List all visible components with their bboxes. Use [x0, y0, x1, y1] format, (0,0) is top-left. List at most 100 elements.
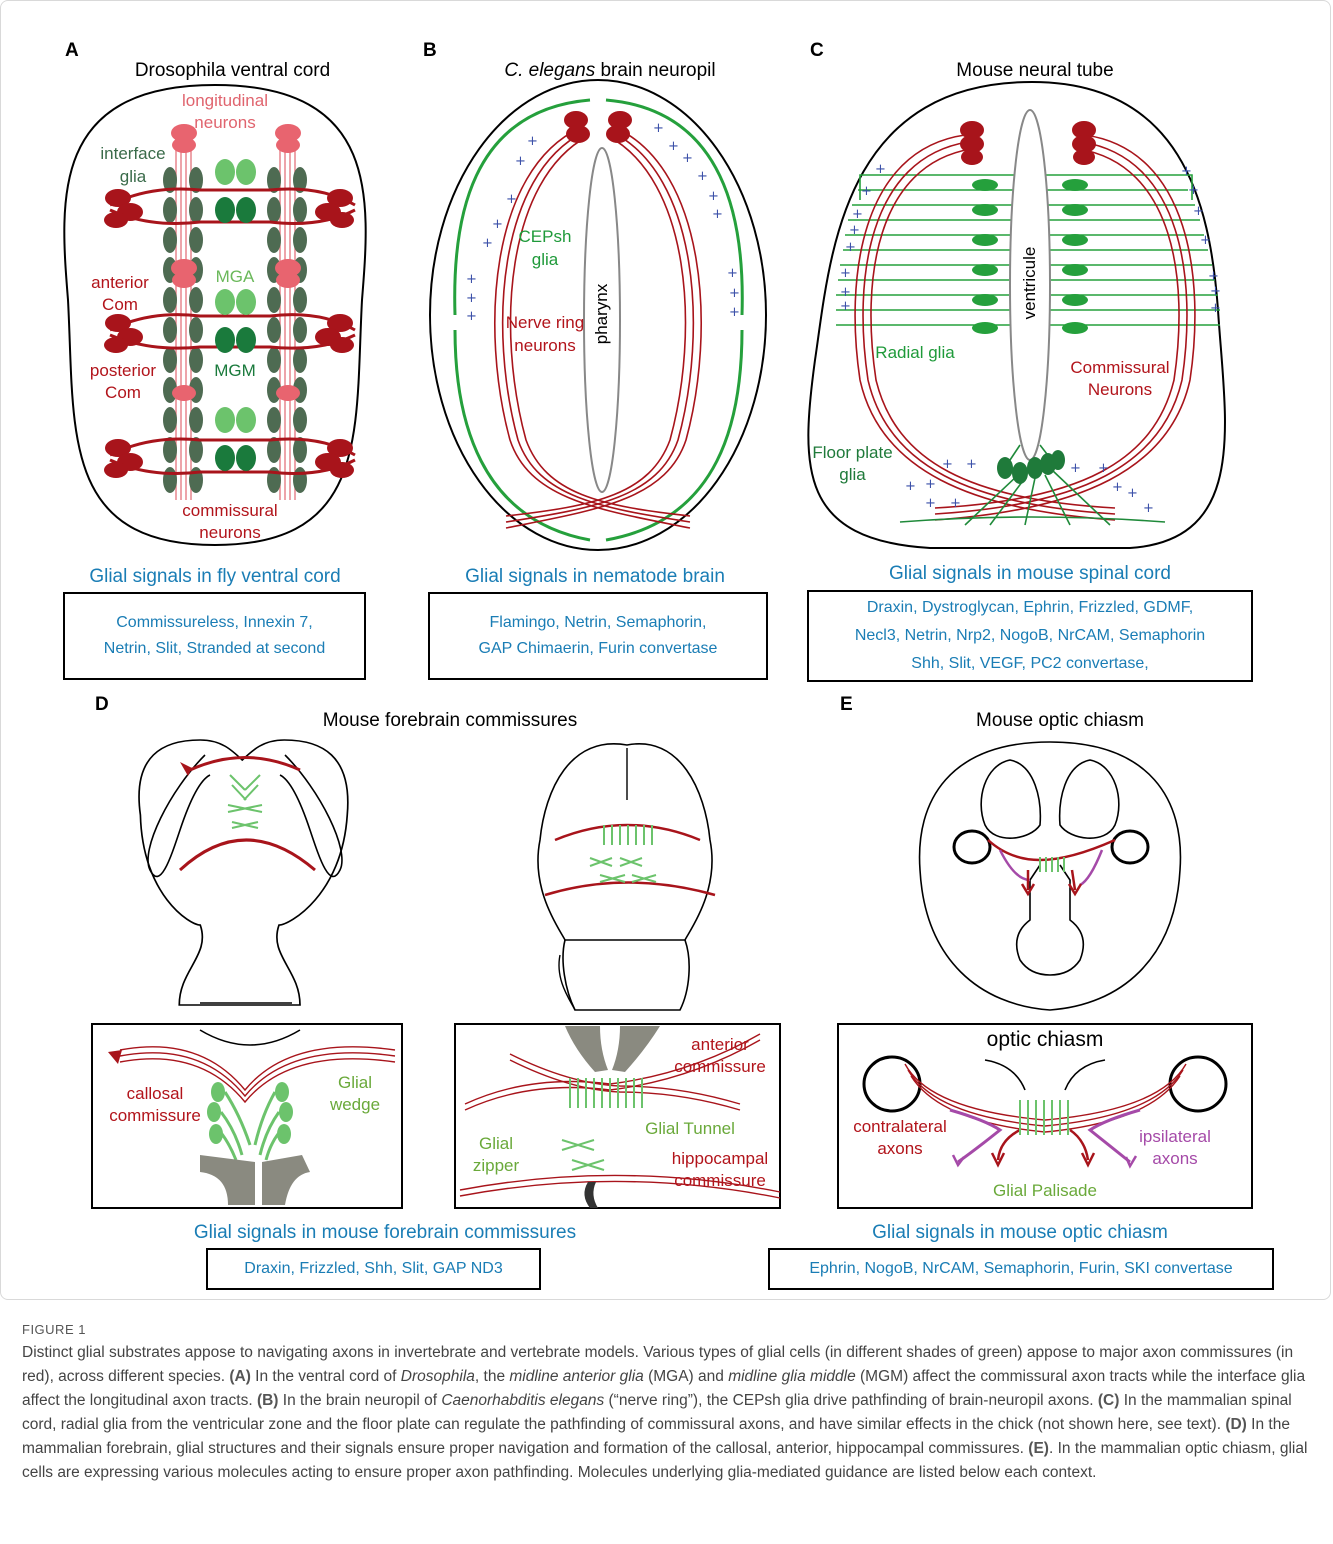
- svg-text:+: +: [697, 169, 708, 184]
- label-contralateral: contralateral: [840, 1116, 960, 1138]
- svg-text:+: +: [1181, 164, 1192, 179]
- label-anterior-commissure: commissure: [665, 1056, 775, 1078]
- figure-caption: Distinct glial substrates appose to navi…: [22, 1341, 1312, 1485]
- label-interface-glia: glia: [88, 166, 178, 188]
- panel-e-brain: [920, 742, 1181, 1010]
- label-floor-plate-glia: glia: [800, 464, 905, 486]
- figure-label: FIGURE 1: [22, 1322, 86, 1337]
- label-hippocampal: hippocampal: [660, 1148, 780, 1170]
- panel-c-title: Mouse neural tube: [925, 60, 1145, 82]
- panel-letter-b: B: [423, 40, 437, 62]
- label-commissural: commissural: [160, 500, 300, 522]
- label-posterior-com: Com: [78, 382, 168, 404]
- label-ipsilateral-axons: axons: [1120, 1148, 1230, 1170]
- label-posterior: posterior: [78, 360, 168, 382]
- svg-text:+: +: [950, 496, 961, 511]
- label-contralateral-axons: axons: [840, 1138, 960, 1160]
- svg-text:+: +: [729, 286, 740, 301]
- label-commissural: Commissural: [1060, 357, 1180, 379]
- svg-text:+: +: [1070, 461, 1081, 476]
- svg-text:+: +: [466, 309, 477, 324]
- panel-letter-c: C: [810, 40, 824, 62]
- panel-d-left-brain: [139, 740, 348, 1005]
- label-glial-zipper-2: zipper: [466, 1155, 526, 1177]
- signals-e-heading: Glial signals in mouse optic chiasm: [840, 1222, 1200, 1244]
- signals-a-line-1: Commissureless, Innexin 7,: [116, 610, 313, 636]
- label-interface: interface: [88, 143, 178, 165]
- svg-text:+: +: [861, 184, 872, 199]
- svg-text:+: +: [840, 266, 851, 281]
- svg-text:+: +: [482, 236, 493, 251]
- label-nerve-ring: Nerve ring: [495, 312, 595, 334]
- svg-text:+: +: [925, 477, 936, 492]
- label-glial-palisade: Glial Palisade: [960, 1180, 1130, 1202]
- signals-c-box: Draxin, Dystroglycan, Ephrin, Frizzled, …: [807, 590, 1253, 682]
- svg-text:+: +: [1210, 284, 1221, 299]
- signals-d-box: Draxin, Frizzled, Shh, Slit, GAP ND3: [206, 1248, 541, 1290]
- signals-e-line-1: Ephrin, NogoB, NrCAM, Semaphorin, Furin,…: [809, 1256, 1232, 1282]
- label-hippocampal-commissure: commissure: [660, 1170, 780, 1192]
- label-glial-zipper-1: Glial: [466, 1133, 526, 1155]
- panel-letter-a: A: [65, 40, 79, 62]
- svg-text:+: +: [1112, 480, 1123, 495]
- label-commissural-neurons: Neurons: [1060, 379, 1180, 401]
- signals-d-heading: Glial signals in mouse forebrain commiss…: [160, 1222, 610, 1244]
- signals-b-line-1: Flamingo, Netrin, Semaphorin,: [490, 610, 707, 636]
- signals-d-line-1: Draxin, Frizzled, Shh, Slit, GAP ND3: [244, 1256, 502, 1282]
- label-floor-plate: Floor plate: [800, 442, 905, 464]
- svg-text:+: +: [849, 223, 860, 238]
- svg-text:+: +: [1143, 501, 1154, 516]
- label-ventricule: ventricule: [1019, 238, 1041, 328]
- signals-b-box: Flamingo, Netrin, Semaphorin, GAP Chimae…: [428, 592, 768, 680]
- svg-text:+: +: [466, 291, 477, 306]
- label-anterior-com: Com: [80, 294, 160, 316]
- svg-text:+: +: [966, 457, 977, 472]
- label-mga: MGA: [205, 266, 265, 288]
- panel-a-title: Drosophila ventral cord: [100, 60, 365, 82]
- svg-text:+: +: [1193, 204, 1204, 219]
- svg-text:+: +: [515, 154, 526, 169]
- svg-text:+: +: [1210, 301, 1221, 316]
- svg-text:+: +: [1200, 233, 1211, 248]
- svg-text:+: +: [1208, 269, 1219, 284]
- svg-text:+: +: [845, 240, 856, 255]
- label-nerve-ring-neurons: neurons: [495, 335, 595, 357]
- svg-text:+: +: [653, 121, 664, 136]
- label-ipsilateral: ipsilateral: [1120, 1126, 1230, 1148]
- label-longitudinal: longitudinal: [165, 90, 285, 112]
- panel-b-title: C. elegans brain neuropil: [480, 60, 740, 82]
- label-glial-tunnel: Glial Tunnel: [635, 1118, 745, 1140]
- label-callosal: callosal: [100, 1083, 210, 1105]
- panel-e-title: Mouse optic chiasm: [940, 710, 1180, 732]
- signals-e-box: Ephrin, NogoB, NrCAM, Semaphorin, Furin,…: [768, 1248, 1274, 1290]
- svg-text:+: +: [727, 266, 738, 281]
- label-pharynx: pharynx: [591, 272, 613, 356]
- panel-letter-e: E: [840, 694, 853, 716]
- svg-text:+: +: [905, 479, 916, 494]
- svg-text:+: +: [1188, 183, 1199, 198]
- label-radial-glia: Radial glia: [865, 342, 965, 364]
- signals-c-line-2: Necl3, Netrin, Nrp2, NogoB, NrCAM, Semap…: [855, 622, 1205, 650]
- panel-d-right-brain: [538, 744, 715, 1010]
- svg-text:+: +: [466, 272, 477, 287]
- svg-text:+: +: [668, 139, 679, 154]
- svg-text:+: +: [492, 217, 503, 232]
- panel-d-title: Mouse forebrain commissures: [270, 710, 630, 732]
- svg-text:+: +: [527, 134, 538, 149]
- label-mgm: MGM: [205, 360, 265, 382]
- svg-text:+: +: [682, 151, 693, 166]
- svg-text:+: +: [1127, 486, 1138, 501]
- signals-c-line-1: Draxin, Dystroglycan, Ephrin, Frizzled, …: [867, 594, 1193, 622]
- svg-text:+: +: [840, 299, 851, 314]
- signals-c-line-3: Shh, Slit, VEGF, PC2 convertase,: [911, 650, 1148, 678]
- svg-text:+: +: [942, 457, 953, 472]
- svg-text:+: +: [875, 162, 886, 177]
- panel-letter-d: D: [95, 694, 109, 716]
- signals-c-heading: Glial signals in mouse spinal cord: [840, 563, 1220, 585]
- label-anterior: anterior: [665, 1034, 775, 1056]
- signals-a-box: Commissureless, Innexin 7, Netrin, Slit,…: [63, 592, 366, 680]
- signals-b-line-2: GAP Chimaerin, Furin convertase: [479, 636, 718, 662]
- label-longitudinal-neurons: neurons: [165, 112, 285, 134]
- label-anterior: anterior: [80, 272, 160, 294]
- svg-text:+: +: [506, 192, 517, 207]
